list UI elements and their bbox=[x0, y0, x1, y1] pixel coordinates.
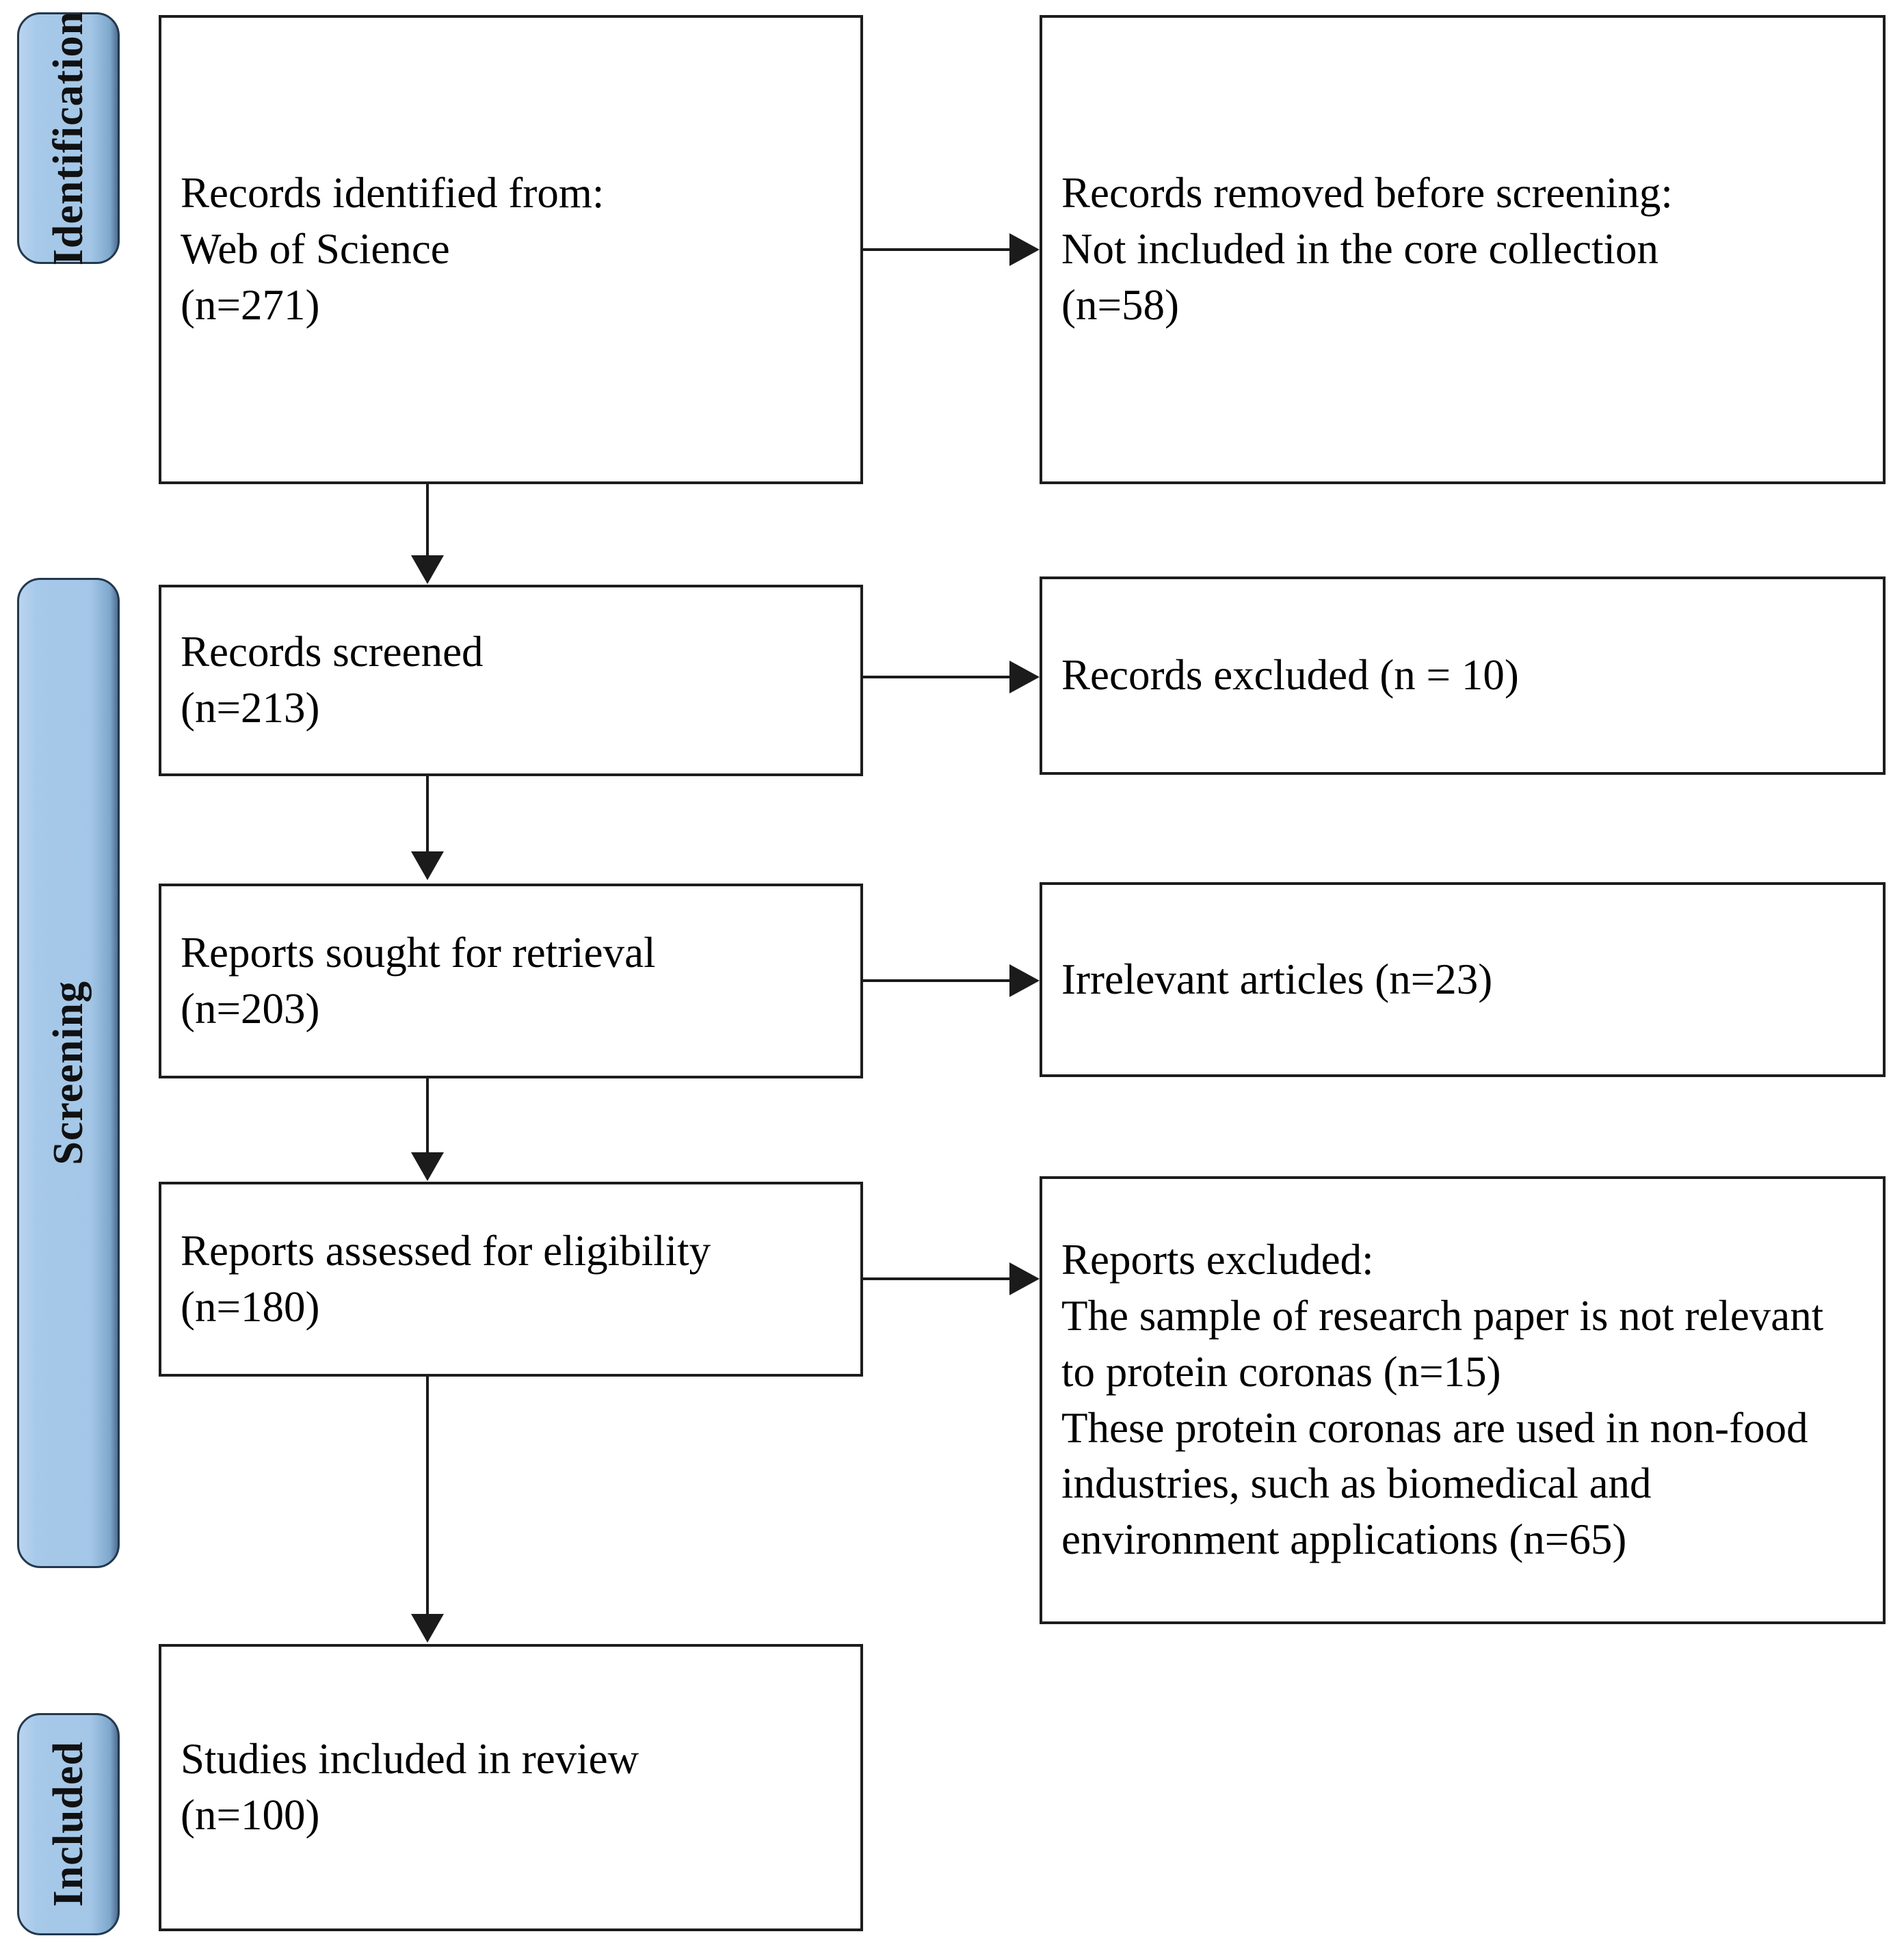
stage-bar-included: Included bbox=[17, 1713, 120, 1935]
connector-screened-to-excluded bbox=[863, 676, 1012, 678]
box-line: Irrelevant articles (n=23) bbox=[1061, 955, 1493, 1003]
stage-bar-identification: Identification bbox=[17, 10, 120, 266]
box-irrelevant-articles: Irrelevant articles (n=23) bbox=[1040, 882, 1886, 1077]
connector-sought-to-irrelevant bbox=[863, 979, 1012, 982]
stage-label-included: Included bbox=[44, 1741, 92, 1907]
box-line: Web of Science bbox=[181, 225, 450, 274]
stage-bar-screening: Screening bbox=[17, 578, 120, 1568]
box-reports-sought: Reports sought for retrieval (n=203) bbox=[159, 884, 863, 1078]
box-records-excluded: Records excluded (n = 10) bbox=[1040, 576, 1886, 775]
box-records-identified: Records identified from: Web of Science … bbox=[159, 15, 863, 484]
arrow-assessed-to-included bbox=[411, 1614, 444, 1643]
box-line: (n=180) bbox=[181, 1282, 320, 1331]
box-line: (n=271) bbox=[181, 280, 320, 329]
box-line: Studies included in review bbox=[181, 1735, 639, 1784]
stage-label-screening: Screening bbox=[44, 981, 92, 1165]
box-line: (n=58) bbox=[1061, 280, 1179, 329]
box-line: (n=213) bbox=[181, 684, 320, 732]
box-line: Records excluded (n = 10) bbox=[1061, 651, 1519, 700]
arrow-screened-to-excluded bbox=[1009, 661, 1040, 693]
box-line: Reports excluded: bbox=[1061, 1235, 1374, 1284]
box-records-removed: Records removed before screening: Not in… bbox=[1040, 15, 1886, 484]
box-line: Records screened bbox=[181, 628, 484, 676]
connector-assessed-to-reports-excluded bbox=[863, 1277, 1012, 1280]
arrow-identified-to-screened bbox=[411, 555, 444, 584]
connector-identified-to-removed bbox=[863, 248, 1012, 251]
arrow-identified-to-removed bbox=[1009, 233, 1040, 266]
arrow-sought-to-assessed bbox=[411, 1152, 444, 1181]
stage-label-identification: Identification bbox=[44, 10, 92, 266]
box-line: Records identified from: bbox=[181, 169, 605, 217]
box-reports-assessed: Reports assessed for eligibility (n=180) bbox=[159, 1182, 863, 1377]
box-line: Reports assessed for eligibility bbox=[181, 1226, 711, 1275]
box-line: Records removed before screening: bbox=[1061, 169, 1673, 217]
connector-sought-to-assessed bbox=[426, 1078, 429, 1154]
box-line: These protein coronas are used in non-fo… bbox=[1061, 1403, 1819, 1564]
box-line: Reports sought for retrieval bbox=[181, 928, 656, 977]
box-line: Not included in the core collection bbox=[1061, 225, 1658, 274]
box-line: (n=203) bbox=[181, 984, 320, 1033]
box-records-screened: Records screened (n=213) bbox=[159, 585, 863, 776]
arrow-screened-to-sought bbox=[411, 851, 444, 880]
connector-identified-to-screened bbox=[426, 484, 429, 558]
arrow-sought-to-irrelevant bbox=[1009, 964, 1040, 997]
box-line: (n=100) bbox=[181, 1791, 320, 1839]
connector-assessed-to-included bbox=[426, 1377, 429, 1616]
connector-screened-to-sought bbox=[426, 776, 429, 853]
box-studies-included: Studies included in review (n=100) bbox=[159, 1644, 863, 1931]
box-reports-excluded: Reports excluded: The sample of research… bbox=[1040, 1176, 1886, 1624]
arrow-assessed-to-reports-excluded bbox=[1009, 1262, 1040, 1295]
box-line: The sample of research paper is not rele… bbox=[1061, 1291, 1835, 1396]
